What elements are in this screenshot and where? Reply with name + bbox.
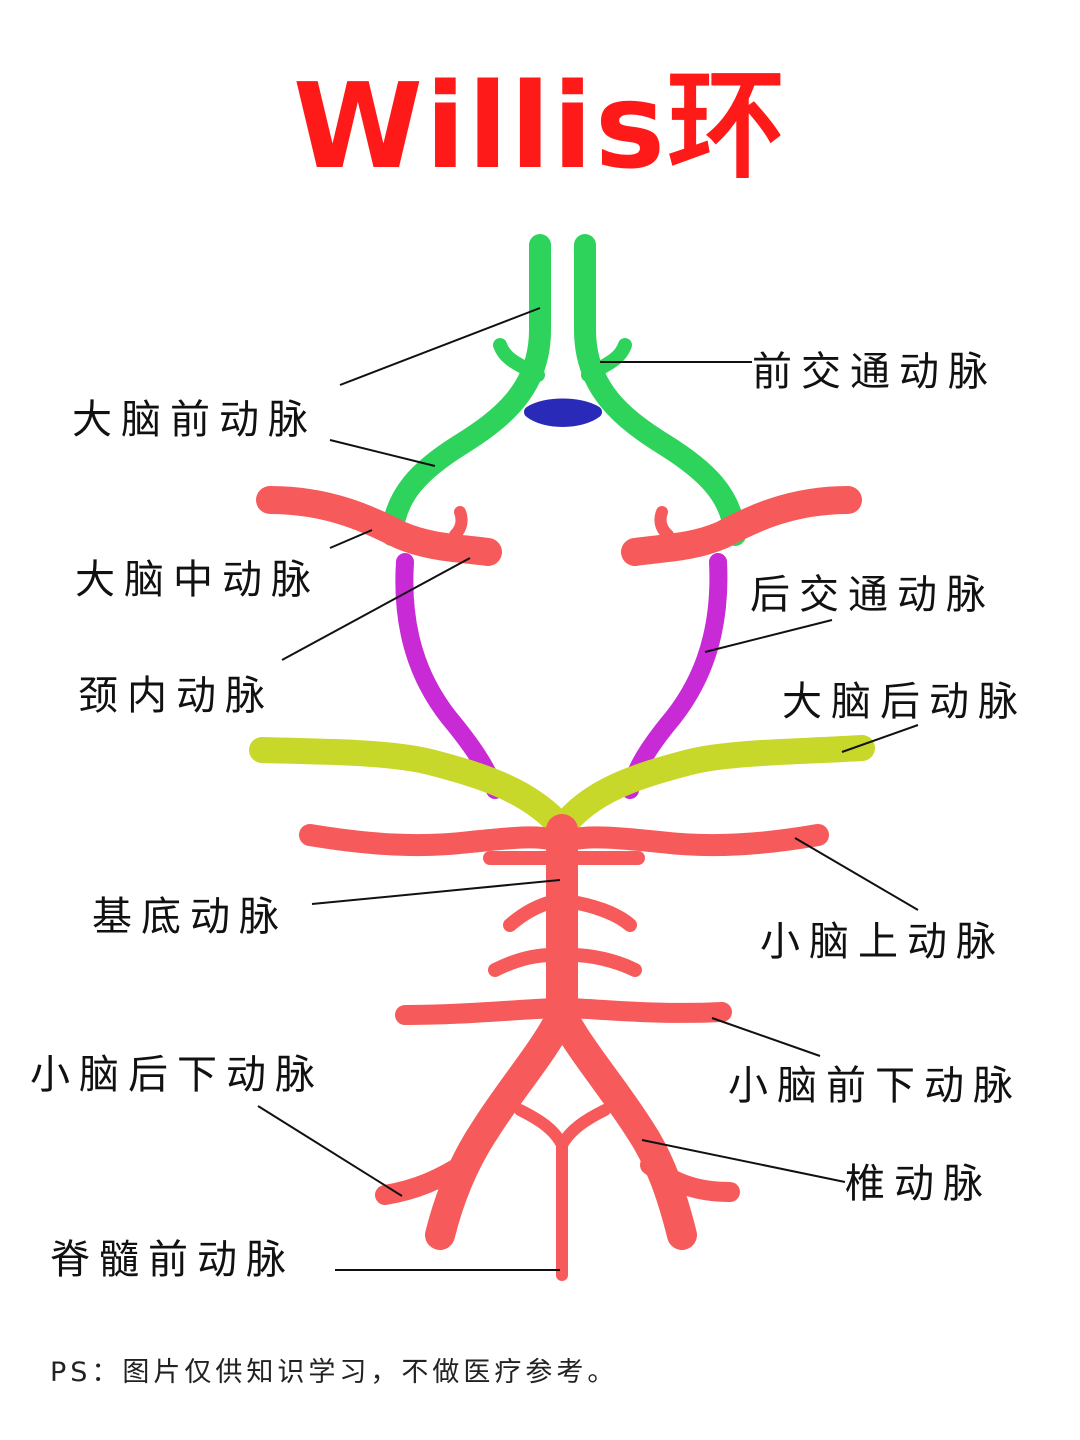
label-anterior-spinal: 脊髓前动脉 <box>50 1237 295 1283</box>
label-vertebral: 椎动脉 <box>845 1161 992 1207</box>
leader-anterior-inferior-cerebellar <box>711 1017 821 1057</box>
label-anterior-inferior-cerebellar: 小脑前下动脉 <box>728 1063 1022 1109</box>
leader-posterior-inferior-cerebellar <box>257 1105 403 1197</box>
anterior-cerebral-artery-left <box>381 234 551 546</box>
leader-middle-cerebral <box>329 529 373 549</box>
label-internal-carotid: 颈内动脉 <box>78 673 274 719</box>
label-superior-cerebellar: 小脑上动脉 <box>760 919 1005 965</box>
label-posterior-cerebral: 大脑后动脉 <box>782 679 1027 725</box>
vertebral-artery-left <box>425 1000 577 1250</box>
middle-cerebral-artery-right <box>621 486 862 566</box>
label-basilar: 基底动脉 <box>92 894 288 940</box>
posterior-cerebral-artery-right <box>549 735 875 841</box>
anterior-cerebral-branch-left <box>493 338 545 382</box>
leader-posterior-cerebral <box>841 724 919 753</box>
superior-cerebellar-artery-left <box>299 824 566 857</box>
pontine-branch-2r <box>565 895 637 932</box>
anterior-cerebral-artery-right <box>574 234 746 546</box>
middle-cerebral-artery-left <box>256 486 502 566</box>
label-posterior-inferior-cerebellar: 小脑后下动脉 <box>30 1052 324 1098</box>
label-posterior-communicating: 后交通动脉 <box>750 572 995 618</box>
page-title: Willis环 <box>292 57 788 195</box>
leader-posterior-communicating <box>704 619 833 653</box>
label-anterior-communicating: 前交通动脉 <box>752 349 997 395</box>
pontine-branch-2l <box>503 895 559 932</box>
leader-anterior-cerebral-1 <box>339 307 541 386</box>
anterior-spinal-artery-left-root <box>514 1104 568 1151</box>
leader-anterior-cerebral-2 <box>329 439 436 467</box>
posterior-inferior-cerebellar-artery <box>375 1150 480 1205</box>
leader-superior-cerebellar <box>794 837 919 911</box>
leader-vertebral <box>641 1139 846 1183</box>
anterior-communicating-artery <box>524 398 602 427</box>
internal-carotid-stub-right <box>654 506 674 541</box>
leader-internal-carotid <box>281 557 471 661</box>
vertebral-artery-right <box>547 1000 697 1250</box>
footnote: PS：图片仅供知识学习，不做医疗参考。 <box>50 1357 619 1388</box>
internal-carotid-stub-left <box>449 506 468 541</box>
anterior-inferior-cerebellar-artery-right <box>560 998 732 1023</box>
posterior-cerebral-artery-left <box>249 737 575 841</box>
pontine-branch-3r <box>565 948 642 977</box>
anterior-inferior-cerebellar-artery-left <box>395 998 565 1025</box>
pontine-branch-3l <box>488 948 559 977</box>
vertebral-branch-right <box>640 1155 740 1202</box>
superior-cerebellar-artery-right <box>559 824 829 857</box>
label-middle-cerebral: 大脑中动脉 <box>75 557 320 603</box>
leader-basilar <box>311 879 561 905</box>
anterior-spinal-artery-right-root <box>556 1104 611 1151</box>
label-anterior-cerebral: 大脑前动脉 <box>72 397 317 443</box>
